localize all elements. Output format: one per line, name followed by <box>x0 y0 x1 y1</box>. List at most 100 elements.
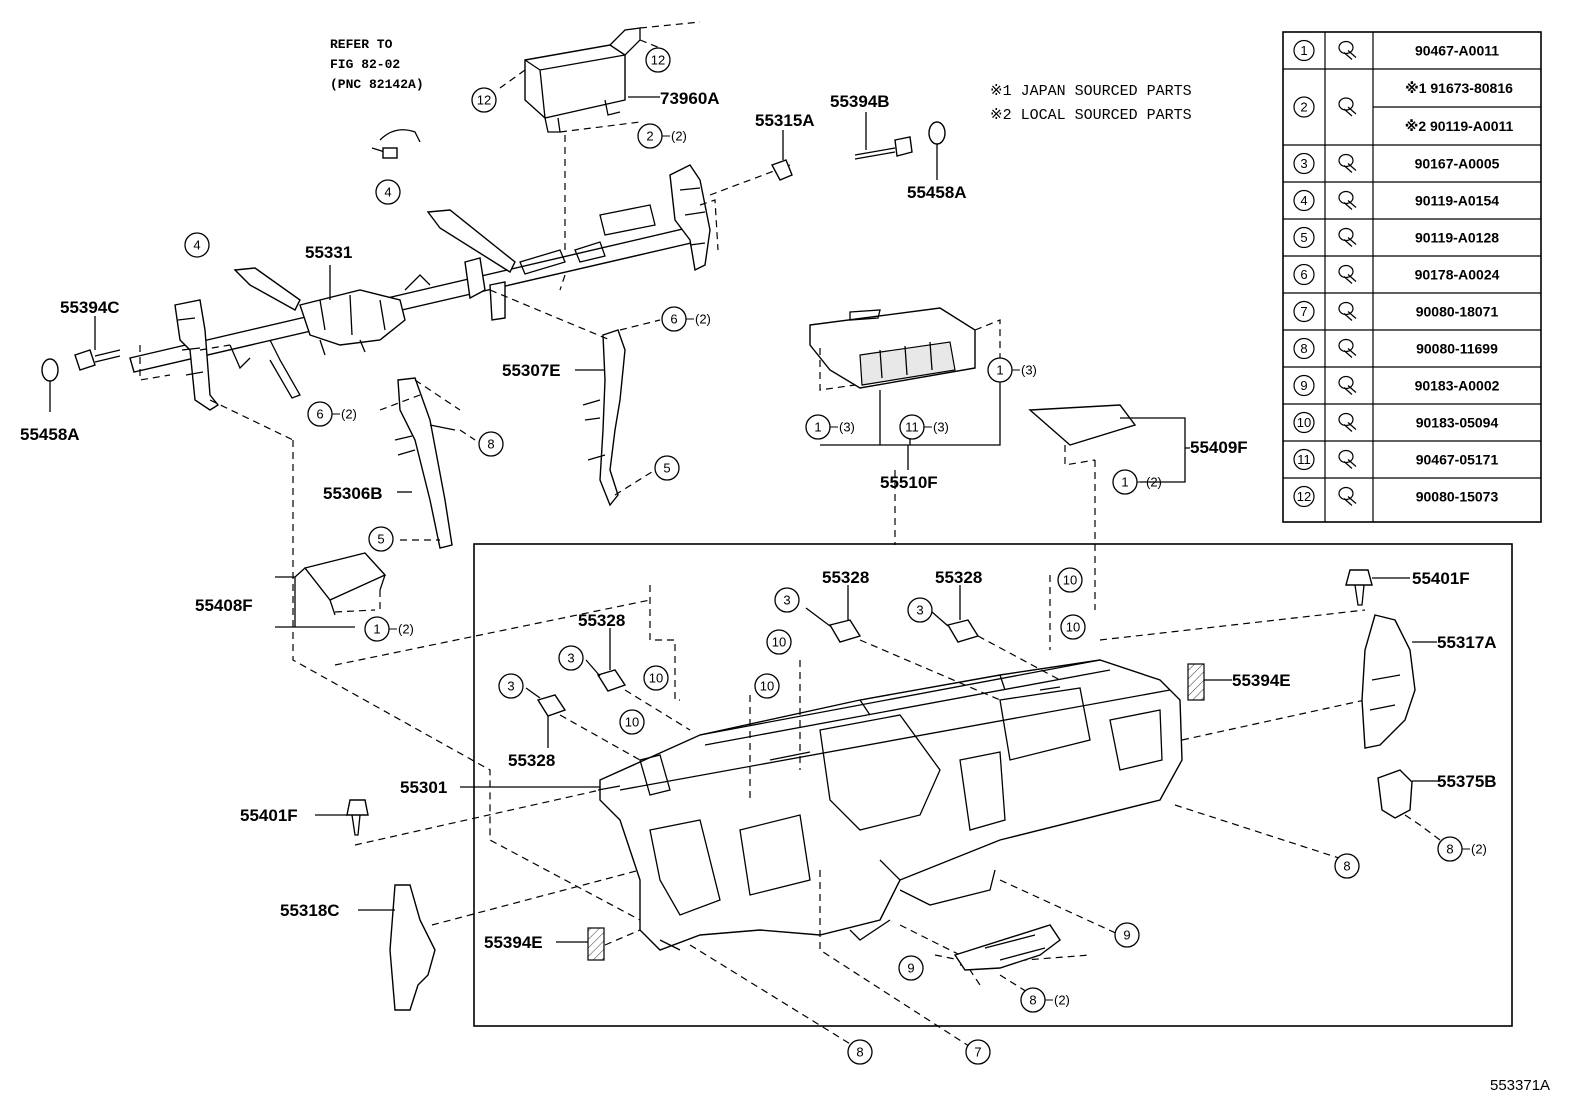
fastener-number: 6 <box>1300 267 1307 282</box>
callout-number: 3 <box>916 603 923 618</box>
fastener-number: 10 <box>1297 415 1311 430</box>
callout-quantity: (2) <box>1471 842 1487 857</box>
label-55394E-right: 55394E <box>1232 671 1291 690</box>
callout-number: 4 <box>384 185 391 200</box>
callout-number: 3 <box>507 679 514 694</box>
fastener-number: 12 <box>1297 489 1311 504</box>
callout-number: 11 <box>905 420 919 435</box>
callout-number: 8 <box>1343 859 1350 874</box>
fastener-icon <box>1338 375 1357 395</box>
callout-number: 10 <box>649 671 663 686</box>
panel-55408F <box>275 552 387 628</box>
panel-55409F <box>1028 404 1190 610</box>
fastener-part-number: 90183-05094 <box>1416 415 1499 431</box>
callout-3b: 3 <box>907 597 933 623</box>
callout-10f: 10 <box>619 709 645 735</box>
tape-55394E-left <box>556 927 605 961</box>
fastener-part-number: ※1 91673-80816 <box>1405 80 1513 96</box>
label-55328-d: 55328 <box>935 568 982 587</box>
callout-number: 12 <box>651 53 665 68</box>
label-55401F-left: 55401F <box>240 806 298 825</box>
fastener-icon <box>1338 153 1357 173</box>
fastener-icon <box>1338 97 1357 117</box>
bracket-55307E <box>575 319 661 507</box>
assembly-dash-lines <box>209 135 1366 1051</box>
callout-8d: 8 (2) <box>1020 987 1070 1013</box>
label-55315A: 55315A <box>755 111 815 130</box>
fastener-part-number: 90119-A0128 <box>1415 230 1499 246</box>
fastener-part-number: 90467-A0011 <box>1415 43 1499 59</box>
callout-group: 12122(2)446(2)6(2)8551(2)1(3)11(3)1(3)1(… <box>184 47 1487 1065</box>
harness-connector-shape <box>382 147 398 159</box>
fastener-icon <box>1338 412 1357 432</box>
label-55328-a: 55328 <box>508 751 555 770</box>
clip-55328-c <box>805 585 862 643</box>
pin-55401F-right <box>1345 569 1410 606</box>
fastener-number: 7 <box>1300 304 1307 319</box>
note-local-sourced: ※2 LOCAL SOURCED PARTS <box>990 107 1192 124</box>
callout-3c: 3 <box>558 645 584 671</box>
callout-number: 1 <box>814 420 821 435</box>
callout-12b: 12 <box>471 87 497 113</box>
callout-number: 1 <box>1121 475 1128 490</box>
reference-line-3: (PNC 82142A) <box>330 77 424 92</box>
pin-55401F-left <box>315 799 369 836</box>
callout-10a: 10 <box>1057 567 1083 593</box>
clip-55328-d <box>931 585 980 643</box>
callout-number: 10 <box>760 679 774 694</box>
fastener-row: 2※1 91673-80816※2 90119-A0011 <box>1283 68 1541 134</box>
fastener-icon <box>1338 190 1357 210</box>
label-55328-c: 55328 <box>822 568 869 587</box>
center-cluster-55510F <box>809 307 1001 545</box>
fastener-number: 1 <box>1300 43 1307 58</box>
label-55317A: 55317A <box>1437 633 1497 652</box>
callout-number: 2 <box>646 129 653 144</box>
callout-number: 12 <box>477 93 491 108</box>
label-55510F: 55510F <box>880 473 938 492</box>
side-cover-55317A <box>1361 614 1437 749</box>
callout-number: 6 <box>316 407 323 422</box>
lower-bracket <box>953 924 1061 971</box>
fastener-number: 11 <box>1297 452 1311 467</box>
callout-number: 10 <box>1063 573 1077 588</box>
fastener-row: 1 90467-A0011 <box>1293 39 1499 62</box>
callout-number: 1 <box>373 622 380 637</box>
fastener-part-number: 90080-15073 <box>1416 489 1499 505</box>
label-55328-b: 55328 <box>578 611 625 630</box>
callout-3a: 3 <box>774 587 800 613</box>
fastener-part-number: 90080-18071 <box>1416 304 1499 320</box>
callout-number: 10 <box>625 715 639 730</box>
fastener-part-number: ※2 90119-A0011 <box>1405 118 1514 134</box>
callout-quantity: (2) <box>341 407 357 422</box>
callout-10e: 10 <box>754 673 780 699</box>
callout-1d: 1(2) <box>1112 469 1162 495</box>
fastener-part-number: 90183-A0002 <box>1415 378 1500 394</box>
label-55458A-left: 55458A <box>20 425 80 444</box>
fastener-number: 8 <box>1300 341 1307 356</box>
label-55394C: 55394C <box>60 298 120 317</box>
clip-55328-a <box>525 687 567 748</box>
fastener-icon <box>1338 264 1357 284</box>
clip-55315A <box>771 130 793 181</box>
callout-number: 8 <box>856 1045 863 1060</box>
callout-4b: 4 <box>184 232 210 258</box>
callout-5a: 5 <box>654 455 680 481</box>
instrument-panel-reinforcement <box>129 164 791 411</box>
callout-number: 8 <box>1029 993 1036 1008</box>
callout-number: 5 <box>377 532 384 547</box>
callout-7: 7 <box>965 1039 991 1065</box>
callout-number: 8 <box>1446 842 1453 857</box>
reference-line-1: REFER TO <box>330 37 393 52</box>
callout-5b: 5 <box>368 526 394 552</box>
callout-3d: 3 <box>498 673 524 699</box>
callout-12a: 12 <box>645 47 671 73</box>
label-55408F: 55408F <box>195 596 253 615</box>
fastener-row: 10 90183-05094 <box>1283 403 1541 434</box>
callout-quantity: (2) <box>1054 993 1070 1008</box>
label-55307E: 55307E <box>502 361 561 380</box>
